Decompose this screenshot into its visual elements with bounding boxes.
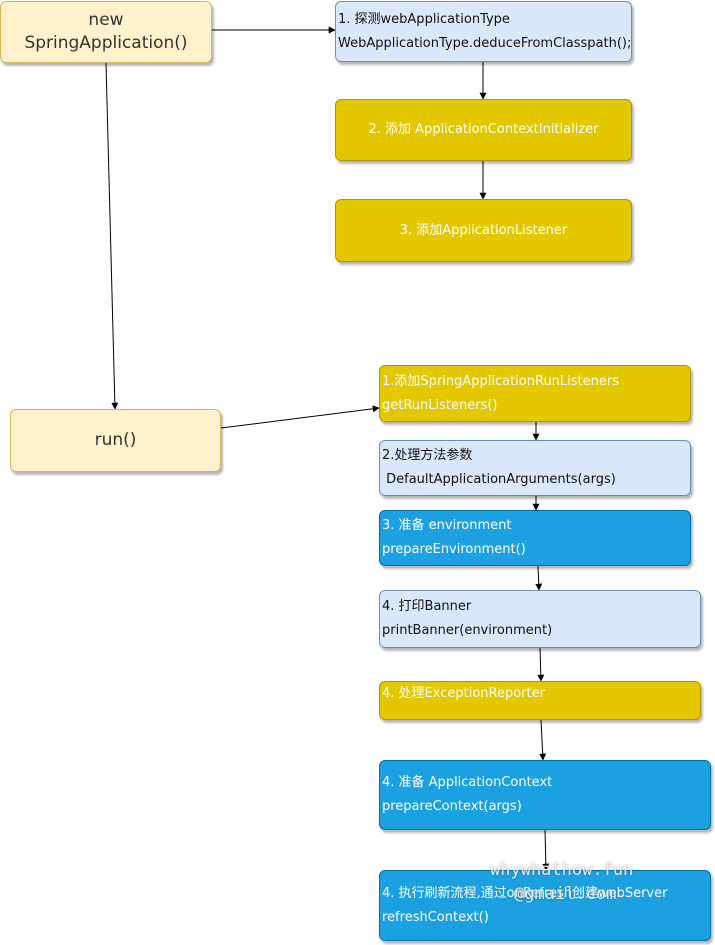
- node-add-application-listener: 3. 添加ApplicationListener: [335, 199, 632, 262]
- edge-run4c-to-run4d: [542, 829, 550, 871]
- node-label-line: prepareContext(args): [382, 799, 522, 814]
- node-prepare-environment: 3. 准备 environment prepareEnvironment(): [379, 510, 691, 566]
- node-new-spring-application: new SpringApplication(): [0, 1, 212, 63]
- node-label-line: SpringApplication(): [24, 33, 188, 53]
- node-run-listeners: 1.添加SpringApplicationRunListeners getRun…: [379, 365, 691, 422]
- node-label-line: 1. 探测webApplicationType: [338, 11, 510, 27]
- node-add-context-initializer: 2. 添加 ApplicationContextInitializer: [335, 99, 632, 161]
- node-refresh-context: 4. 执行刷新流程,通过onRefresh创建webServer refresh…: [379, 870, 711, 941]
- edge-run-to-run1: [220, 405, 380, 429]
- node-label-line: 4. 处理ExceptionReporter: [382, 686, 545, 701]
- edge-run4b-to-run4c: [539, 719, 547, 761]
- node-label-line: WebApplicationType.deduceFromClasspath()…: [338, 35, 632, 51]
- node-label-line: new: [88, 10, 124, 30]
- node-label-line: 3. 添加ApplicationListener: [399, 222, 568, 238]
- node-exception-reporter: 4. 处理ExceptionReporter: [379, 681, 701, 720]
- node-label-line: 4. 打印Banner: [382, 599, 472, 614]
- node-label-line: 2.处理方法参数: [382, 448, 473, 463]
- watermark: whywhathow.fun @gmail.com: [490, 858, 633, 906]
- node-label-line: getRunListeners(): [382, 397, 498, 413]
- node-prepare-context: 4. 准备 ApplicationContext prepareContext(…: [379, 760, 711, 830]
- watermark-line: @gmail.com: [514, 884, 617, 904]
- node-label-line: 2. 添加 ApplicationContextInitializer: [368, 122, 599, 137]
- node-label-line: 3. 准备 environment: [382, 518, 512, 533]
- edge-run4a-to-run4b: [537, 647, 545, 682]
- node-deduce-web-application-type: 1. 探测webApplicationType WebApplicationTy…: [335, 1, 632, 62]
- node-label-line: 4. 准备 ApplicationContext: [382, 775, 553, 790]
- node-run: run(): [10, 409, 221, 472]
- node-label-line: printBanner(environment): [382, 623, 553, 638]
- node-label-line: refreshContext(): [382, 909, 489, 925]
- node-label-line: prepareEnvironment(): [382, 542, 526, 557]
- node-label-line: 1.添加SpringApplicationRunListeners: [382, 373, 619, 389]
- edge-run3-to-run4a: [535, 565, 543, 591]
- node-label-line: run(): [94, 430, 137, 450]
- node-print-banner: 4. 打印Banner printBanner(environment): [379, 590, 701, 648]
- edge-new-to-run: [105, 62, 119, 410]
- node-label-line: 4. 执行刷新流程,通过onRefresh创建webServer: [382, 885, 668, 901]
- watermark-line: whywhathow.fun: [490, 860, 634, 880]
- node-label-line: DefaultApplicationArguments(args): [382, 472, 616, 487]
- node-application-arguments: 2.处理方法参数 DefaultApplicationArguments(arg…: [379, 440, 691, 496]
